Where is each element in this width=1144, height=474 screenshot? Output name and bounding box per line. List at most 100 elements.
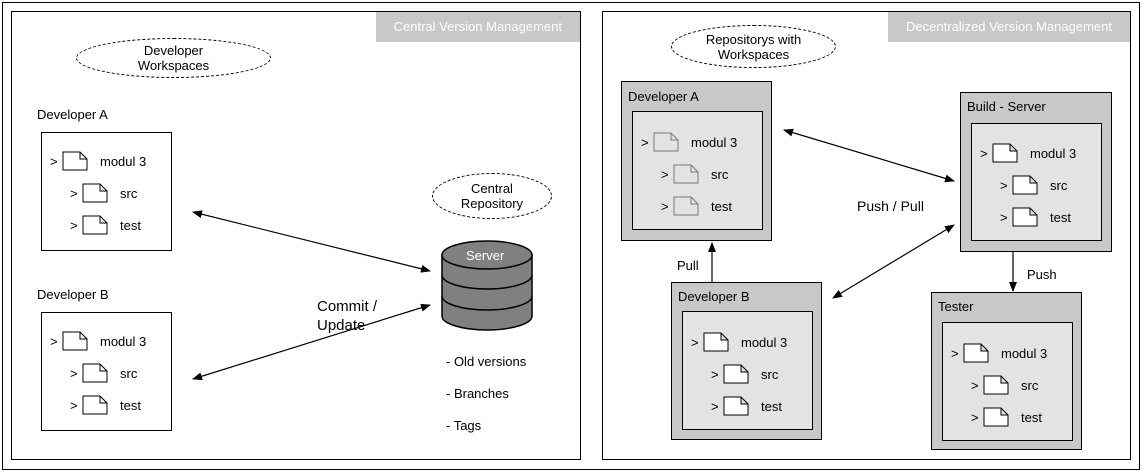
workspace-box: > modul 3 > src > test xyxy=(971,123,1102,241)
document-icon xyxy=(62,151,88,171)
src-label: src xyxy=(711,166,729,182)
database-icon xyxy=(441,240,533,331)
workspace-box: > modul 3 > src > test xyxy=(682,311,813,430)
test-label: test xyxy=(1021,409,1042,425)
chevron-icon: > xyxy=(661,166,669,182)
src-label: src xyxy=(1050,177,1068,193)
push-pull-arrow-b xyxy=(832,224,955,299)
test-label: test xyxy=(120,397,141,413)
repo-tester: Tester > modul 3 > src > test xyxy=(931,292,1082,450)
test-row: > test xyxy=(711,396,782,416)
repositorys-label: Repositorys with Workspaces xyxy=(705,31,802,62)
document-icon xyxy=(82,183,108,203)
chevron-icon: > xyxy=(951,345,959,361)
chevron-icon: > xyxy=(691,334,699,350)
src-label: src xyxy=(120,185,138,201)
module-row: > modul 3 xyxy=(951,343,1047,363)
document-icon xyxy=(983,375,1009,395)
tester-title: Tester xyxy=(938,299,974,314)
chevron-icon: > xyxy=(980,145,988,161)
module-label: modul 3 xyxy=(1030,145,1077,161)
document-icon xyxy=(723,396,749,416)
src-label: src xyxy=(761,366,779,382)
document-icon xyxy=(673,196,699,216)
chevron-icon: > xyxy=(70,365,78,381)
document-icon xyxy=(653,132,679,152)
module-row: > modul 3 xyxy=(50,151,146,171)
document-icon xyxy=(1012,207,1038,227)
document-icon xyxy=(82,215,108,235)
document-icon xyxy=(963,343,989,363)
server-item: - Tags xyxy=(446,418,482,433)
repo-developer-a-title: Developer A xyxy=(628,89,699,104)
workspace-box: > modul 3 > src > test xyxy=(942,322,1073,441)
src-row: > src xyxy=(70,183,137,203)
document-icon xyxy=(62,331,88,351)
server-item: - Branches xyxy=(446,386,509,401)
push-pull-arrow-a xyxy=(783,128,955,183)
push-pull-label: Push / Pull xyxy=(857,198,924,214)
developer-b-workspace: > modul 3 > src > test xyxy=(41,312,172,431)
src-label: src xyxy=(1021,377,1039,393)
developer-a-label: Developer A xyxy=(37,107,108,122)
server-items: - Old versions - Branches - Tags xyxy=(446,338,526,450)
chevron-icon: > xyxy=(971,409,979,425)
repositorys-bubble: Repositorys with Workspaces xyxy=(671,25,836,68)
repo-developer-b-title: Developer B xyxy=(678,289,750,304)
server-label: Server xyxy=(466,248,505,263)
developer-workspaces-bubble: Developer Workspaces xyxy=(76,38,271,78)
chevron-icon: > xyxy=(70,217,78,233)
developer-b-label: Developer B xyxy=(37,287,109,302)
document-icon xyxy=(983,407,1009,427)
chevron-icon: > xyxy=(50,153,58,169)
test-label: test xyxy=(1050,209,1071,225)
test-row: > test xyxy=(661,196,732,216)
document-icon xyxy=(1012,175,1038,195)
test-row: > test xyxy=(1000,207,1071,227)
developer-workspaces-label: Developer Workspaces xyxy=(137,43,210,73)
module-label: modul 3 xyxy=(691,134,738,150)
test-label: test xyxy=(120,217,141,233)
module-row: > modul 3 xyxy=(691,332,787,352)
document-icon xyxy=(82,395,108,415)
module-label: modul 3 xyxy=(100,153,147,169)
chevron-icon: > xyxy=(70,397,78,413)
chevron-icon: > xyxy=(971,377,979,393)
module-row: > modul 3 xyxy=(50,331,146,351)
central-repository-label: Central Repository xyxy=(460,181,524,211)
build-server-title: Build - Server xyxy=(967,99,1046,114)
pull-label: Pull xyxy=(677,258,699,273)
commit-arrow-b xyxy=(192,303,431,381)
module-row: > modul 3 xyxy=(641,132,737,152)
src-row: > src xyxy=(971,375,1038,395)
server-item: - Old versions xyxy=(446,354,527,369)
document-icon xyxy=(992,143,1018,163)
src-label: src xyxy=(120,365,138,381)
src-row: > src xyxy=(711,364,778,384)
decentral-title: Decentralized Version Management xyxy=(888,12,1130,42)
push-label: Push xyxy=(1027,267,1057,282)
test-row: > test xyxy=(70,395,141,415)
document-icon xyxy=(673,164,699,184)
test-row: > test xyxy=(70,215,141,235)
repo-developer-a: Developer A > modul 3 > src > test xyxy=(621,81,772,241)
repo-developer-b: Developer B > modul 3 > src > test xyxy=(671,282,822,440)
module-label: modul 3 xyxy=(100,333,147,349)
commit-arrow-a xyxy=(192,210,431,273)
developer-a-workspace: > modul 3 > src > test xyxy=(41,132,172,251)
chevron-icon: > xyxy=(711,366,719,382)
test-label: test xyxy=(711,198,732,214)
src-row: > src xyxy=(1000,175,1067,195)
src-row: > src xyxy=(70,363,137,383)
test-row: > test xyxy=(971,407,1042,427)
repo-build-server: Build - Server > modul 3 > src > test xyxy=(960,92,1112,252)
module-label: modul 3 xyxy=(1001,345,1048,361)
chevron-icon: > xyxy=(70,185,78,201)
chevron-icon: > xyxy=(50,333,58,349)
chevron-icon: > xyxy=(661,198,669,214)
document-icon xyxy=(703,332,729,352)
chevron-icon: > xyxy=(1000,209,1008,225)
